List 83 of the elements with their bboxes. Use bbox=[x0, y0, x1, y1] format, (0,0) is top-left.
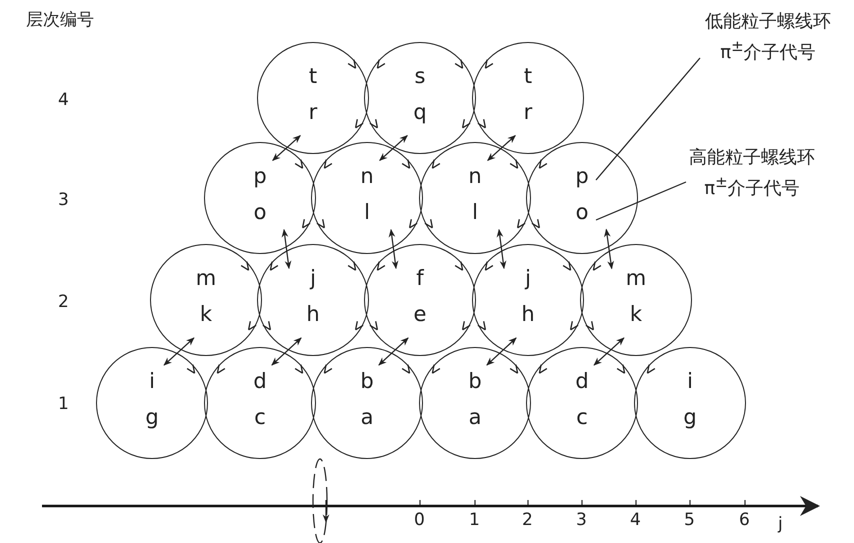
pion-code: g bbox=[145, 406, 159, 428]
pion-code: k bbox=[200, 303, 212, 325]
ring-circle bbox=[257, 244, 369, 356]
pion-code: n bbox=[360, 165, 374, 187]
pion-code: e bbox=[414, 303, 426, 325]
ring-circle bbox=[419, 142, 531, 254]
callout-text: 高能粒子螺线环π$^{±}$介子代号 bbox=[686, 146, 818, 201]
pion-code: r bbox=[524, 101, 532, 123]
double-arrow bbox=[163, 337, 195, 366]
double-arrow bbox=[593, 337, 625, 366]
pion-code: d bbox=[575, 370, 589, 392]
ring-circle bbox=[364, 244, 476, 356]
leader-line bbox=[596, 181, 686, 221]
pion-code: l bbox=[472, 201, 478, 223]
ring-circle bbox=[204, 347, 316, 459]
pion-code: k bbox=[630, 303, 642, 325]
axis-label: j bbox=[778, 514, 783, 534]
pion-code: i bbox=[687, 370, 693, 392]
pion-code: q bbox=[413, 101, 427, 123]
pion-code: m bbox=[196, 267, 216, 289]
layer-number: 3 bbox=[58, 190, 69, 210]
ring-circle bbox=[472, 244, 584, 356]
pion-code: r bbox=[308, 101, 318, 123]
double-arrow bbox=[486, 337, 517, 366]
pion-code: c bbox=[254, 406, 266, 428]
double-arrow bbox=[272, 135, 301, 161]
ring-circle bbox=[311, 142, 423, 254]
tick-label: 4 bbox=[630, 510, 641, 530]
pion-code: i bbox=[149, 370, 155, 392]
ring-circle bbox=[311, 347, 423, 459]
callout-text: 低能粒子螺线环π$^{±}$介子代号 bbox=[700, 10, 836, 65]
ring-circle bbox=[96, 347, 208, 459]
layer-number: 1 bbox=[58, 394, 69, 414]
tick-label: 5 bbox=[684, 510, 695, 530]
ring-circle bbox=[580, 244, 692, 356]
double-arrow bbox=[379, 135, 408, 161]
tick-label: 1 bbox=[469, 510, 480, 530]
pion-code: j bbox=[310, 267, 316, 289]
double-arrow bbox=[388, 228, 398, 270]
tick-label: 6 bbox=[739, 510, 750, 530]
pion-code: j bbox=[525, 267, 531, 289]
ring-circle bbox=[150, 244, 262, 356]
double-arrow bbox=[378, 337, 409, 366]
pion-code: t bbox=[524, 65, 532, 87]
layer-number: 4 bbox=[58, 90, 69, 110]
ring-circle bbox=[419, 347, 531, 459]
ring-circle bbox=[526, 142, 638, 254]
double-arrow bbox=[282, 228, 292, 270]
pion-code: s bbox=[414, 65, 426, 87]
tick-label: 3 bbox=[576, 510, 587, 530]
pion-code: a bbox=[360, 406, 374, 428]
pion-code: f bbox=[416, 267, 424, 289]
pion-code: h bbox=[521, 303, 535, 325]
layer-number: 2 bbox=[58, 292, 69, 312]
pion-code: o bbox=[576, 201, 588, 223]
pion-code: g bbox=[683, 406, 697, 428]
tick-label: 2 bbox=[522, 510, 533, 530]
ring-circle bbox=[257, 42, 369, 154]
double-arrow bbox=[604, 228, 614, 270]
pion-code: b bbox=[468, 370, 482, 392]
ring-circle bbox=[634, 347, 746, 459]
pion-code: l bbox=[364, 201, 370, 223]
ring-circle bbox=[364, 42, 476, 154]
ring-circle bbox=[526, 347, 638, 459]
pion-code: c bbox=[576, 406, 588, 428]
pion-code: m bbox=[626, 267, 646, 289]
leader-line bbox=[596, 58, 700, 180]
pion-code: p bbox=[575, 165, 589, 187]
pion-code: h bbox=[306, 303, 320, 325]
pion-code: b bbox=[360, 370, 374, 392]
double-arrow bbox=[496, 228, 506, 270]
pion-code: t bbox=[308, 65, 318, 87]
pion-code: n bbox=[468, 165, 482, 187]
ring-circle bbox=[472, 42, 584, 154]
axis-title: 层次编号 bbox=[26, 10, 94, 30]
pion-code: a bbox=[468, 406, 482, 428]
tick-label: 0 bbox=[414, 510, 425, 530]
pion-code: d bbox=[253, 370, 267, 392]
pion-code: o bbox=[254, 201, 266, 223]
double-arrow bbox=[271, 337, 302, 366]
ring-circle bbox=[204, 142, 316, 254]
double-arrow bbox=[487, 135, 516, 161]
pion-code: p bbox=[253, 165, 267, 187]
